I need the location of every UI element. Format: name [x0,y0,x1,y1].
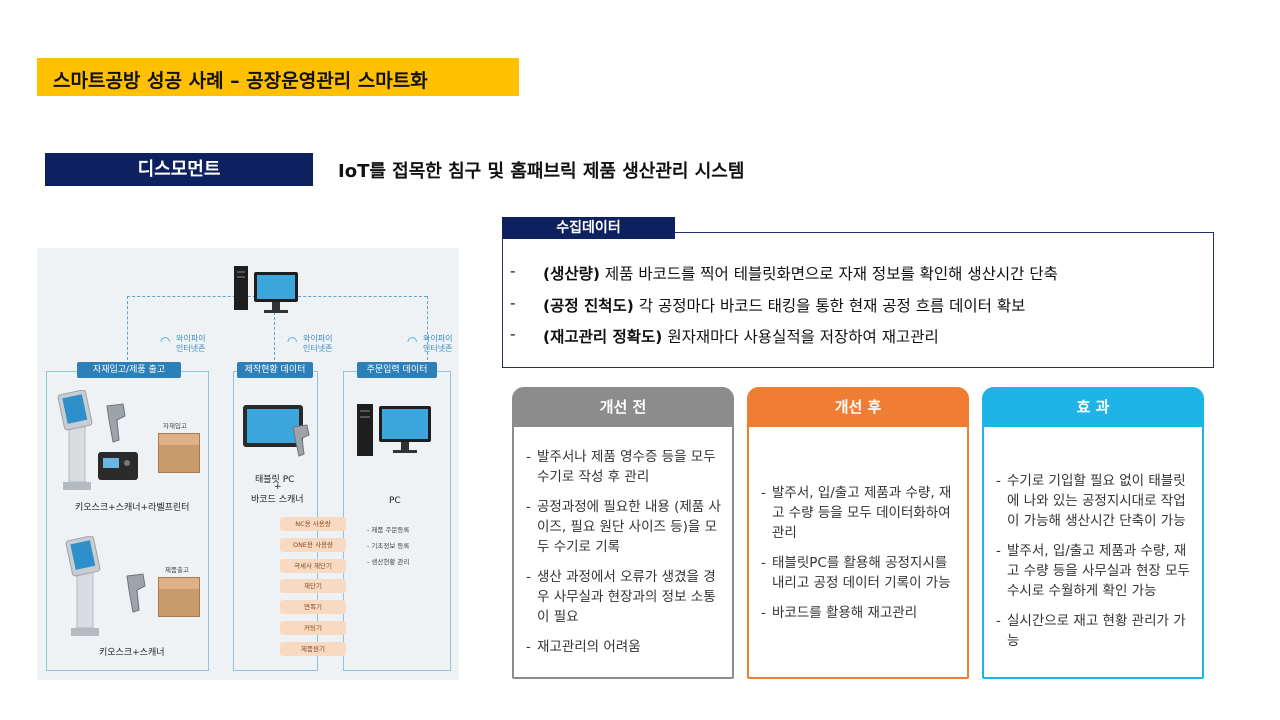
wifi-icon: ◠ [407,334,418,348]
list-item: 재고관리의 어려움 [524,637,724,657]
network-line [127,296,128,360]
card-effect: 효 과 수기로 기입할 필요 없이 태블릿에 나와 있는 공정지시대로 작업이 … [982,387,1204,679]
list-item: 태블릿PC를 활용해 공정지시를 내리고 공정 데이터 기록이 가능 [759,553,959,593]
page-subtitle: IoT를 접목한 침구 및 홈패브릭 제품 생산관리 시스템 [338,161,745,182]
collected-item-text: 제품 바코드를 찍어 테블릿화면으로 자재 정보를 확인해 생산시간 단축 [599,265,1058,283]
machine-chip: 재단기 [280,579,346,594]
collected-data-box [502,232,1214,368]
caption-kiosk-scanner-printer: 키오스크+스캐너+라벨프린터 [75,503,190,513]
label-printer-icon [98,452,138,480]
machine-chip: NC용 사용량 [280,517,346,531]
page-title: 스마트공방 성공 사례 – 공장운영관리 스마트화 [53,70,428,92]
list-item: 발주서, 입/출고 제품과 수량, 재고 수량 등을 사무실과 현장 모두 수시… [994,541,1194,601]
list-item: 생산 과정에서 오류가 생겼을 경우 사무실과 현장과의 정보 소통이 필요 [524,567,724,627]
pc-item: - 제품 주문등록 [367,526,410,534]
collected-data-tab: 수집데이터 [502,217,675,239]
company-badge: 디스모먼트 [45,153,313,186]
caption-plus: + [274,482,282,492]
caption-tablet: 태블릿 PC [255,475,295,485]
tablet-icon [243,405,303,447]
network-line [427,296,428,360]
wifi-icon: ◠ [287,334,298,348]
caption-pc: PC [389,496,401,506]
list-item: 발주서, 입/출고 제품과 수량, 재고 수량 등을 모두 데이터화하여 관리 [759,483,959,543]
list-item: 실시간으로 재고 현황 관리가 가능 [994,611,1194,651]
kiosk-icon [65,536,101,636]
box-icon [158,577,200,617]
collected-item-label: (생산량) [543,265,600,283]
panel-label-material-io: 자재입고/제품 출고 [77,362,181,378]
collected-item-label: (재고관리 정확도) [543,328,663,346]
collected-item-label: (공정 진척도) [543,297,634,315]
card-before: 개선 전 발주서나 제품 영수증 등을 모두 수기로 작성 후 관리 공정과정에… [512,387,734,679]
wifi-icon: ◠ [160,334,171,348]
machine-chip: 극세사 재단기 [280,558,346,573]
box-icon [158,433,200,473]
card-before-title: 개선 전 [512,387,734,427]
note-material-in: 자재입고 [163,422,187,430]
machine-chip: 면폭기 [280,600,346,615]
list-item: 발주서나 제품 영수증 등을 모두 수기로 작성 후 관리 [524,447,724,487]
barcode-scanner-icon [292,424,310,457]
panel-label-production-data: 제작현황 데이터 [237,362,313,378]
caption-barcode-scanner: 바코드 스캐너 [251,495,304,505]
card-after-title: 개선 후 [747,387,969,427]
card-after-list: 발주서, 입/출고 제품과 수량, 재고 수량 등을 모두 데이터화하여 관리 … [759,483,959,633]
pc-item: - 생산현황 관리 [367,558,410,566]
machine-chip: 커팅기 [280,621,346,635]
panel-label-order-data: 주문입력 데이터 [357,362,437,378]
list-item: 공정과정에 필요한 내용 (제품 사이즈, 필요 원단 사이즈 등)을 모두 수… [524,497,724,557]
card-effect-list: 수기로 기입할 필요 없이 태블릿에 나와 있는 공정지시대로 작업이 가능해 … [994,471,1194,661]
barcode-scanner-icon [126,573,146,613]
collected-item-text: 원자재마다 사용실적을 저장하여 재고관리 [662,328,939,346]
machine-chip: 제품원기 [280,641,346,656]
kiosk-icon [57,390,93,490]
machine-chip: ONE용 사용량 [280,537,346,552]
desktop-pc-icon [357,404,431,456]
caption-kiosk-scanner: 키오스크+스캐너 [99,648,165,658]
list-item: 수기로 기입할 필요 없이 태블릿에 나와 있는 공정지시대로 작업이 가능해 … [994,471,1194,531]
card-effect-title: 효 과 [982,387,1204,427]
card-after: 개선 후 발주서, 입/출고 제품과 수량, 재고 수량 등을 모두 데이터화하… [747,387,969,679]
server-computer-icon [234,266,298,313]
list-item: 바코드를 활용해 재고관리 [759,603,959,623]
card-before-list: 발주서나 제품 영수증 등을 모두 수기로 작성 후 관리 공정과정에 필요한 … [524,447,724,667]
collected-item-text: 각 공정마다 바코드 태킹을 통한 현재 공정 흐름 데이터 확보 [633,297,1026,315]
note-product-out: 제품출고 [165,566,189,574]
title-bar: 스마트공방 성공 사례 – 공장운영관리 스마트화 [37,58,519,96]
pc-item: - 기초정보 등록 [367,542,410,550]
barcode-scanner-icon [106,403,126,443]
network-line [274,312,275,360]
